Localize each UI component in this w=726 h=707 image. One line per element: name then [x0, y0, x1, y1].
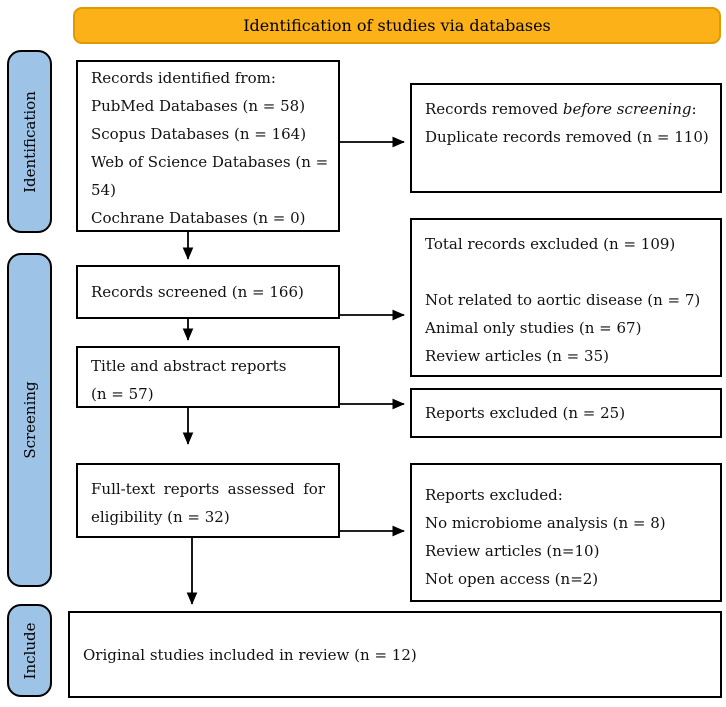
box-reports-excluded-screening: Reports excluded (n = 25): [410, 388, 722, 438]
records-removed-prefix: Records removed: [425, 100, 563, 118]
total-excluded-heading: Total records excluded (n = 109): [425, 235, 676, 253]
box-total-records-excluded: Total records excluded (n = 109) Not rel…: [410, 218, 722, 377]
box-fulltext-assessed: Full-text reports assessed for eligibili…: [76, 463, 340, 538]
banner-identification-via-databases: Identification of studies via databases: [73, 7, 721, 44]
stage-screening-label: Screening: [20, 381, 39, 459]
stage-identification: Identification: [7, 50, 52, 233]
records-identified-wos-line1: Web of Science Databases (n =: [91, 153, 329, 171]
records-identified-cochrane: Cochrane Databases (n = 0): [91, 209, 306, 227]
records-identified-pubmed: PubMed Databases (n = 58): [91, 97, 306, 115]
fulltext-line1: Full-text reports assessed for: [91, 480, 325, 498]
total-excluded-animal: Animal only studies (n = 67): [425, 319, 642, 337]
total-excluded-spacer: [425, 258, 707, 286]
records-identified-wos-line2: 54): [91, 181, 116, 199]
stage-include-label: Include: [20, 622, 39, 679]
banner-title: Identification of studies via databases: [243, 16, 551, 35]
box-records-identified: Records identified from: PubMed Database…: [76, 60, 340, 232]
records-removed-italic: before screening: [562, 100, 692, 118]
total-excluded-not-aortic: Not related to aortic disease (n = 7): [425, 291, 701, 309]
title-abstract-line1: Title and abstract reports: [91, 357, 287, 375]
box-reports-excluded-eligibility: Reports excluded: No microbiome analysis…: [410, 463, 722, 602]
stage-identification-label: Identification: [20, 90, 39, 193]
records-identified-heading: Records identified from:: [91, 69, 276, 87]
reports-excluded-not-open-access: Not open access (n=2): [425, 570, 599, 588]
reports-excluded-screening-text: Reports excluded (n = 25): [425, 404, 626, 422]
records-identified-scopus: Scopus Databases (n = 164): [91, 125, 307, 143]
total-excluded-review: Review articles (n = 35): [425, 347, 609, 365]
stage-screening: Screening: [7, 253, 52, 587]
title-abstract-line2: (n = 57): [91, 385, 154, 403]
records-removed-duplicates: Duplicate records removed (n = 110): [425, 128, 709, 146]
included-text: Original studies included in review (n =…: [83, 645, 417, 664]
stage-include: Include: [7, 604, 52, 697]
records-screened-text: Records screened (n = 166): [91, 283, 304, 301]
fulltext-line2: eligibility (n = 32): [91, 508, 230, 526]
box-title-abstract-reports: Title and abstract reports (n = 57): [76, 346, 340, 408]
reports-excluded-eligibility-heading: Reports excluded:: [425, 486, 563, 504]
box-records-removed-before-screening: Records removed before screening: Duplic…: [410, 83, 722, 193]
box-records-screened: Records screened (n = 166): [76, 265, 340, 319]
reports-excluded-no-microbiome: No microbiome analysis (n = 8): [425, 514, 666, 532]
reports-excluded-review-articles: Review articles (n=10): [425, 542, 600, 560]
records-removed-suffix: :: [691, 100, 697, 118]
records-removed-heading: Records removed before screening:: [425, 95, 707, 123]
box-original-studies-included: Original studies included in review (n =…: [68, 611, 722, 698]
